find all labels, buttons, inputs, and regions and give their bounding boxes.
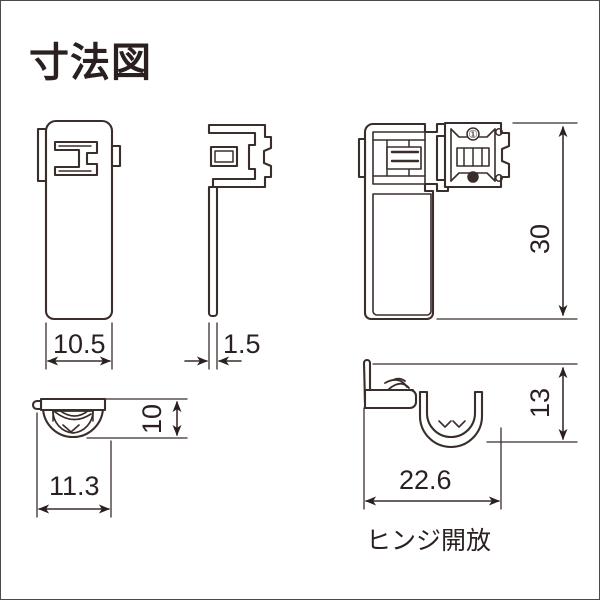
callout-number-1: ①: [468, 129, 478, 141]
figure-hinge-open-view: [362, 359, 484, 448]
dimension-13: [372, 363, 578, 443]
figure-assembly-view: [357, 121, 511, 321]
dimension-label-10-5: 10.5: [53, 329, 106, 359]
dimension-label-11-3: 11.3: [49, 471, 100, 501]
dimension-label-10: 10: [137, 404, 167, 434]
page-title: 寸法図: [29, 40, 152, 86]
dimension-10-5: [45, 322, 113, 370]
caption-hinge-open: ヒンジ開放: [366, 526, 491, 555]
dimension-10: [86, 398, 188, 439]
dimension-label-1-5: 1.5: [223, 329, 261, 359]
figure-side-view: [207, 123, 273, 318]
dimension-label-22-6: 22.6: [399, 465, 452, 495]
figure-top-view: [31, 397, 107, 439]
dimension-30: [436, 122, 578, 320]
dimension-11-3: [36, 412, 112, 518]
dimension-label-13: 13: [525, 388, 555, 418]
dimension-label-30: 30: [525, 224, 555, 254]
dimension-1-5: [184, 322, 242, 370]
figure-front-view: [36, 119, 122, 321]
